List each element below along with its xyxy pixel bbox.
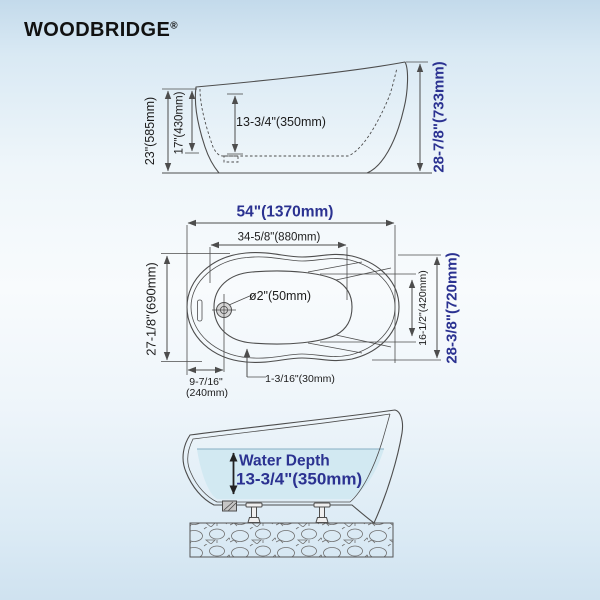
water-depth-view-drawing xyxy=(182,409,404,558)
plan-overall-width-right-label: 28-3/8"(720mm) xyxy=(443,252,461,364)
plan-view-drawing xyxy=(161,219,441,378)
side-interior-depth-label: 17"(430mm) xyxy=(173,91,186,155)
drain-symbol xyxy=(212,294,253,372)
plan-drain-offset-mm-label: (240mm) xyxy=(185,386,229,399)
floor-hatch xyxy=(189,522,394,558)
side-view-drawing xyxy=(162,61,432,174)
plan-drain-offset-inches-label: 9-7/16" xyxy=(189,375,223,388)
leveling-foot-left xyxy=(245,502,263,523)
brand-name: WOODBRIDGE xyxy=(24,19,171,41)
plan-basin-width-label: 16-1/2"(420mm) xyxy=(416,270,429,346)
side-overall-height-label: 28-7/8"(733mm) xyxy=(430,61,448,173)
leveling-foot-right xyxy=(313,502,331,523)
plan-overall-length-label: 54"(1370mm) xyxy=(236,203,334,221)
plan-drain-diameter-label: ø2"(50mm) xyxy=(248,288,312,303)
water-depth-value: 13-3/4"(350mm) xyxy=(236,469,363,489)
side-soaking-depth-label: 13-3/4"(350mm) xyxy=(236,114,326,129)
plan-overall-width-label: 27-1/8"(690mm) xyxy=(143,262,159,356)
side-rim-height-label: 23"(585mm) xyxy=(142,96,157,166)
brand-logo: WOODBRIDGE® xyxy=(24,19,178,42)
water-depth-label: Water Depth xyxy=(239,452,330,470)
plan-base-inset-label: 1-3/16"(30mm) xyxy=(265,372,335,385)
drain-fitting xyxy=(222,500,237,512)
plan-basin-length-label: 34-5/8"(880mm) xyxy=(237,231,321,244)
registered-mark: ® xyxy=(170,20,178,32)
